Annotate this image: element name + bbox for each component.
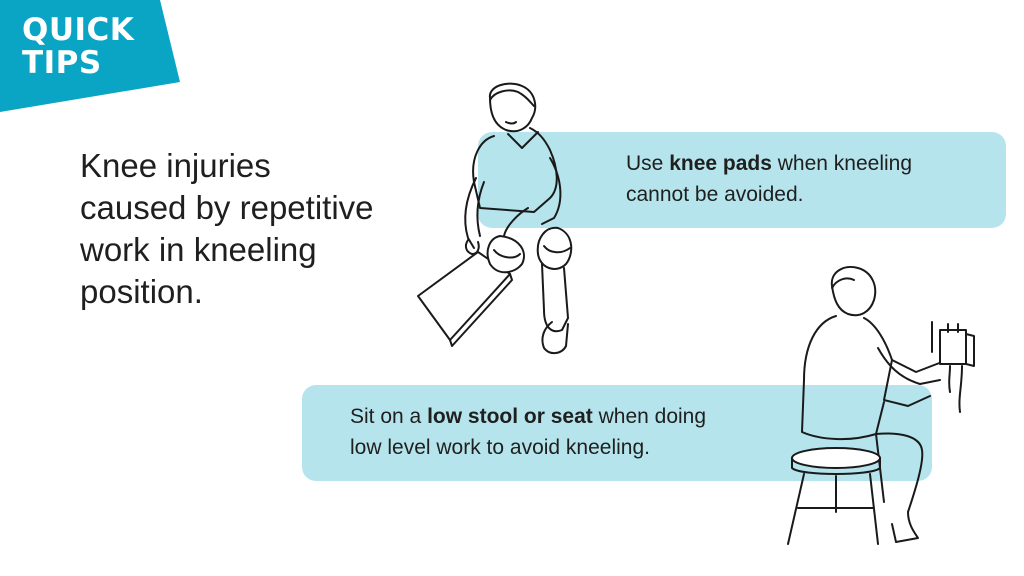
- tip2-post: when doing: [592, 405, 707, 428]
- tip2-bold: low stool or seat: [427, 405, 593, 428]
- headline-line-3: work in kneeling: [80, 231, 317, 268]
- tip1-pre: Use: [626, 152, 670, 175]
- tip-knee-pads-text: Use knee pads when kneeling cannot be av…: [626, 148, 986, 210]
- tip2-pre: Sit on a: [350, 405, 428, 428]
- badge-line-1: QUICK: [22, 12, 135, 48]
- tip1-bold: knee pads: [669, 152, 772, 175]
- tip2-line2: low level work to avoid kneeling.: [350, 436, 650, 459]
- tip-low-stool: Sit on a low stool or seat when doing lo…: [302, 385, 932, 481]
- headline-line-4: position.: [80, 273, 203, 310]
- headline-line-1: Knee injuries: [80, 147, 271, 184]
- kneeling-worker-with-knee-pads-icon: [417, 82, 573, 354]
- headline: Knee injuries caused by repetitive work …: [80, 145, 430, 313]
- quick-tips-badge: QUICK TIPS: [0, 0, 200, 120]
- tip-knee-pads: Use knee pads when kneeling cannot be av…: [478, 132, 1006, 228]
- tip1-post: when kneeling: [771, 152, 913, 175]
- tip-low-stool-text: Sit on a low stool or seat when doing lo…: [350, 401, 810, 463]
- headline-line-2: caused by repetitive: [80, 189, 374, 226]
- badge-background-shape: [0, 0, 180, 112]
- badge-line-2: TIPS: [22, 45, 102, 81]
- worker-on-stool-icon: [787, 266, 975, 545]
- tip1-line2: cannot be avoided.: [626, 183, 804, 206]
- badge-title: QUICK TIPS: [22, 14, 134, 80]
